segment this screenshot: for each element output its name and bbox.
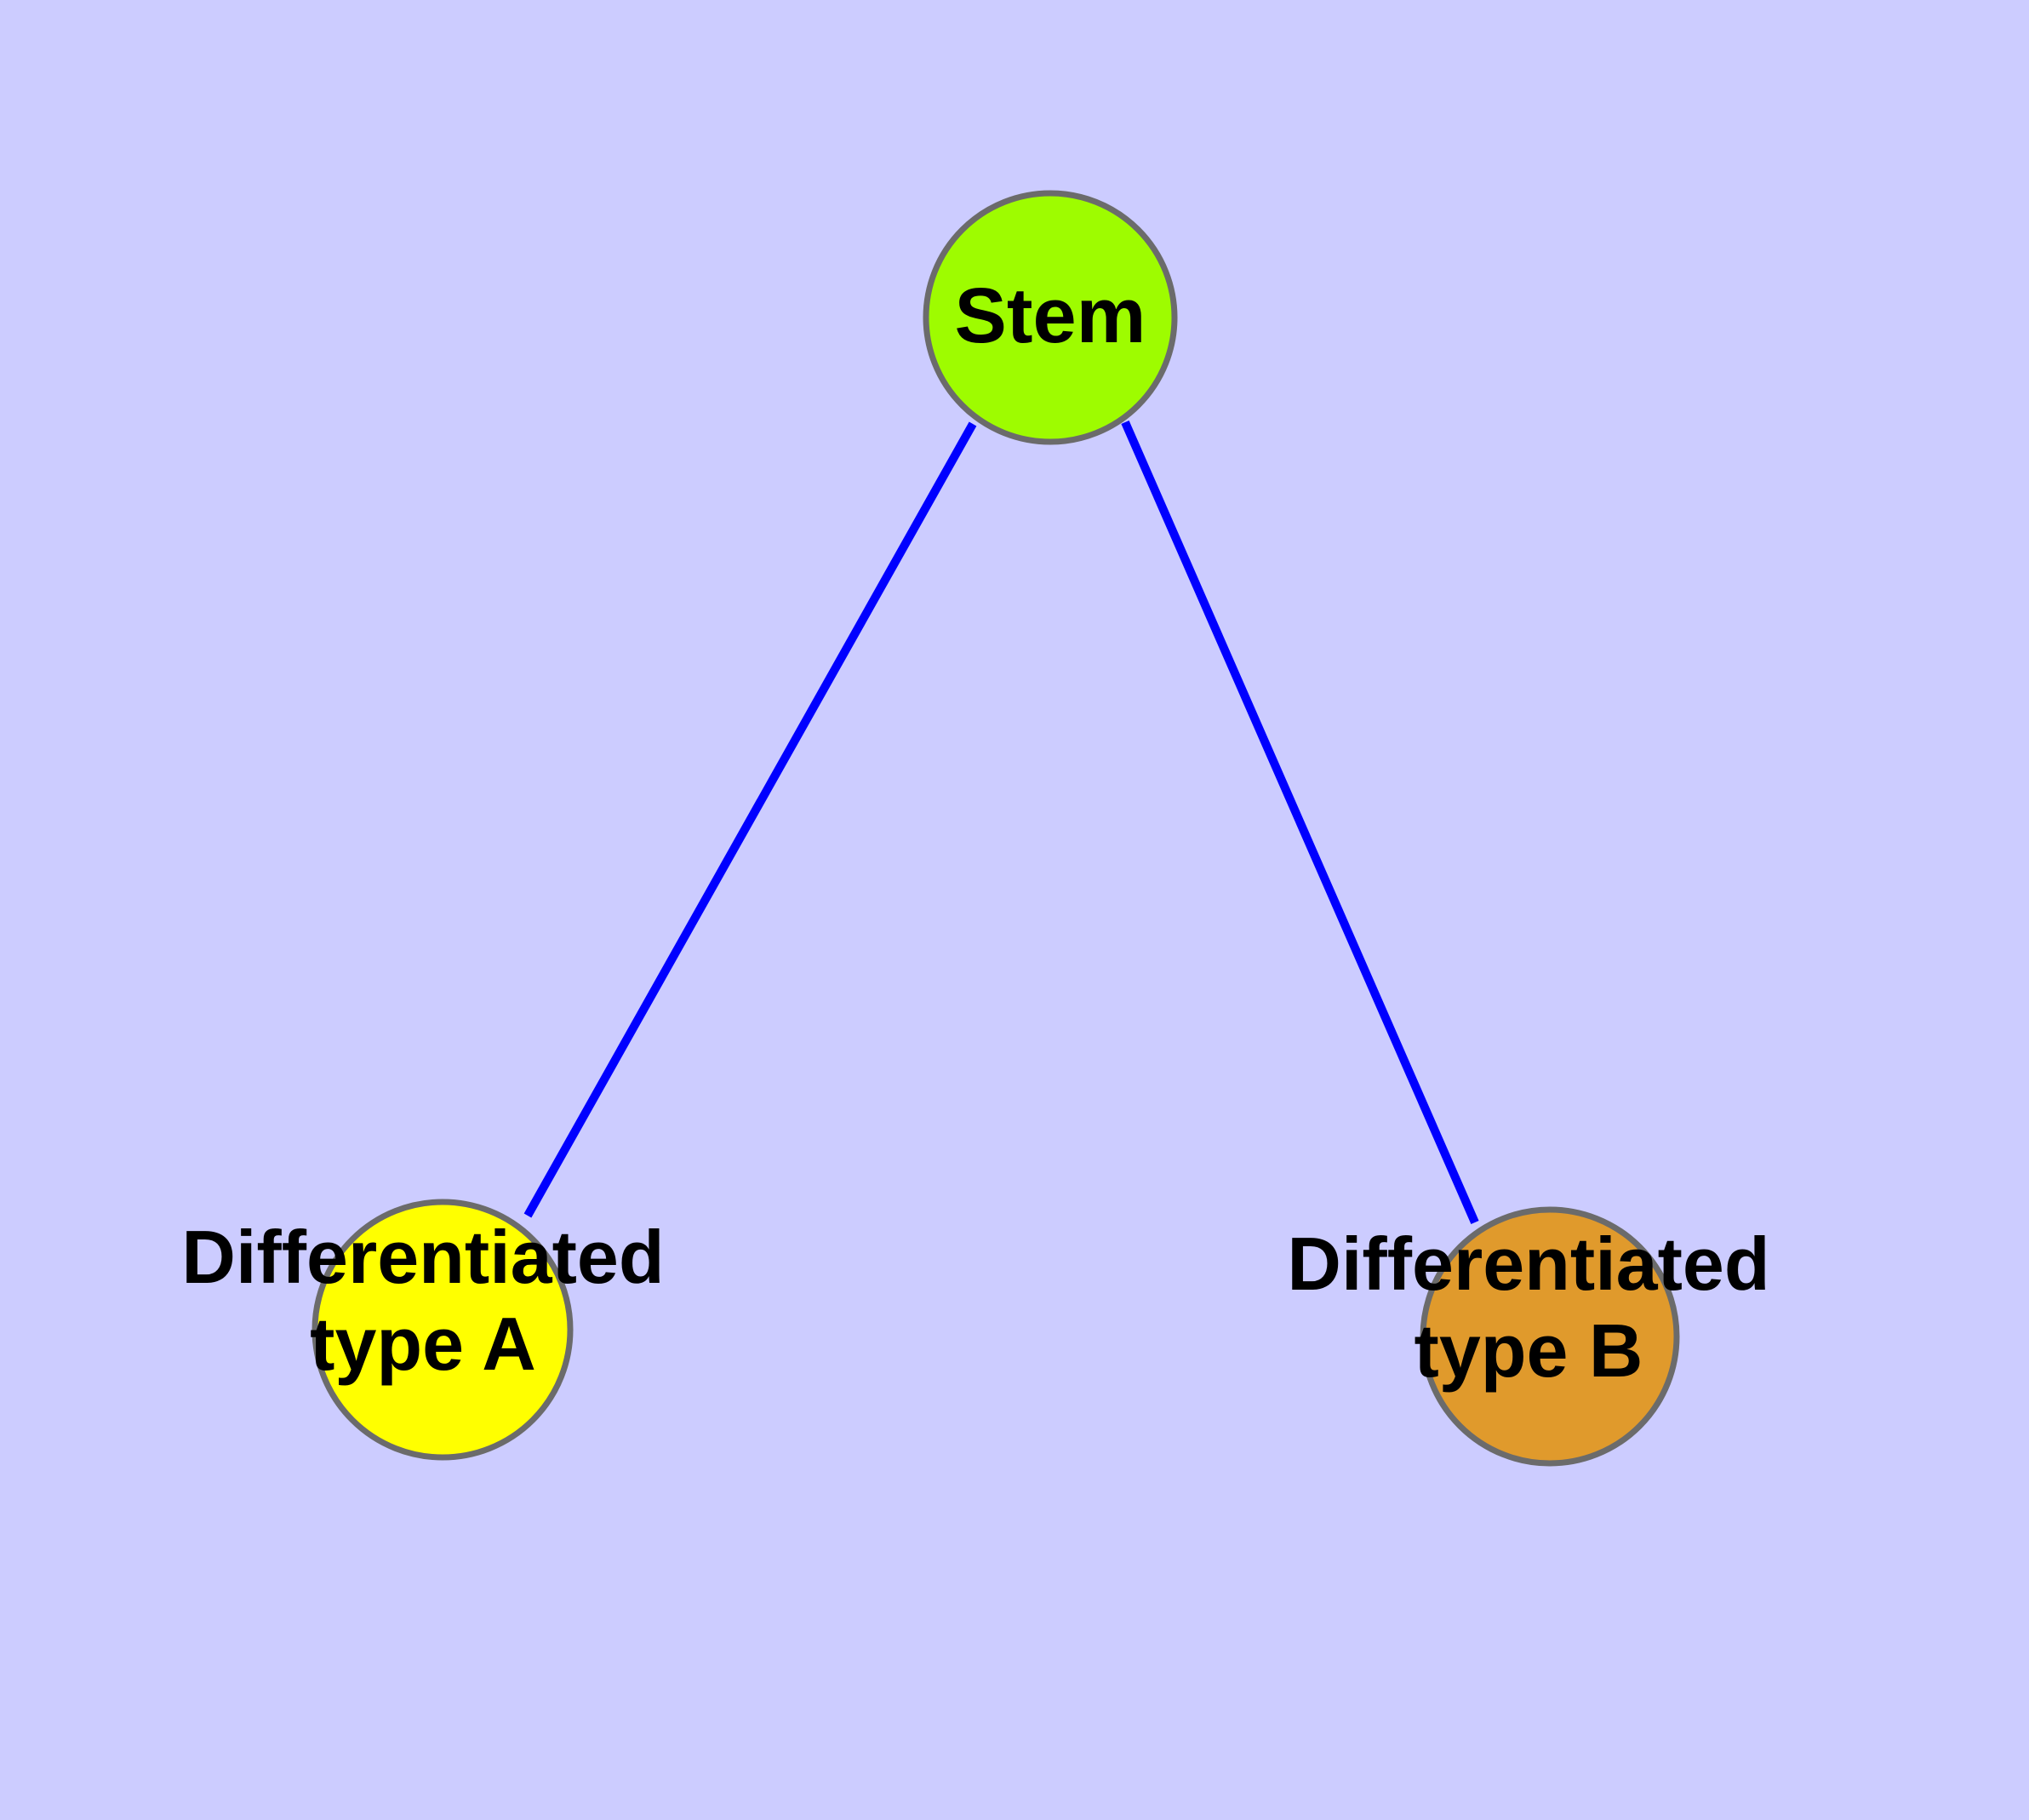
node-label-line: Stem [955, 272, 1146, 359]
node-label-line: Differentiated [181, 1215, 664, 1299]
nodes-layer [311, 190, 1680, 1467]
edge-stem-to-differentiated-type-b[interactable] [1121, 420, 1479, 1225]
node-label-line: type A [310, 1302, 536, 1386]
edge-stem-to-differentiated-type-a[interactable] [523, 421, 977, 1218]
edges-layer [523, 420, 1479, 1225]
node-label-line: type B [1415, 1308, 1643, 1393]
node-label-line: Differentiated [1287, 1222, 1769, 1306]
node-circle-stem[interactable] [923, 190, 1178, 445]
node-circle-differentiated-type-a[interactable] [311, 1199, 574, 1461]
node-label-stem: Stem [955, 272, 1146, 359]
node-circle-differentiated-type-b[interactable] [1420, 1206, 1680, 1467]
